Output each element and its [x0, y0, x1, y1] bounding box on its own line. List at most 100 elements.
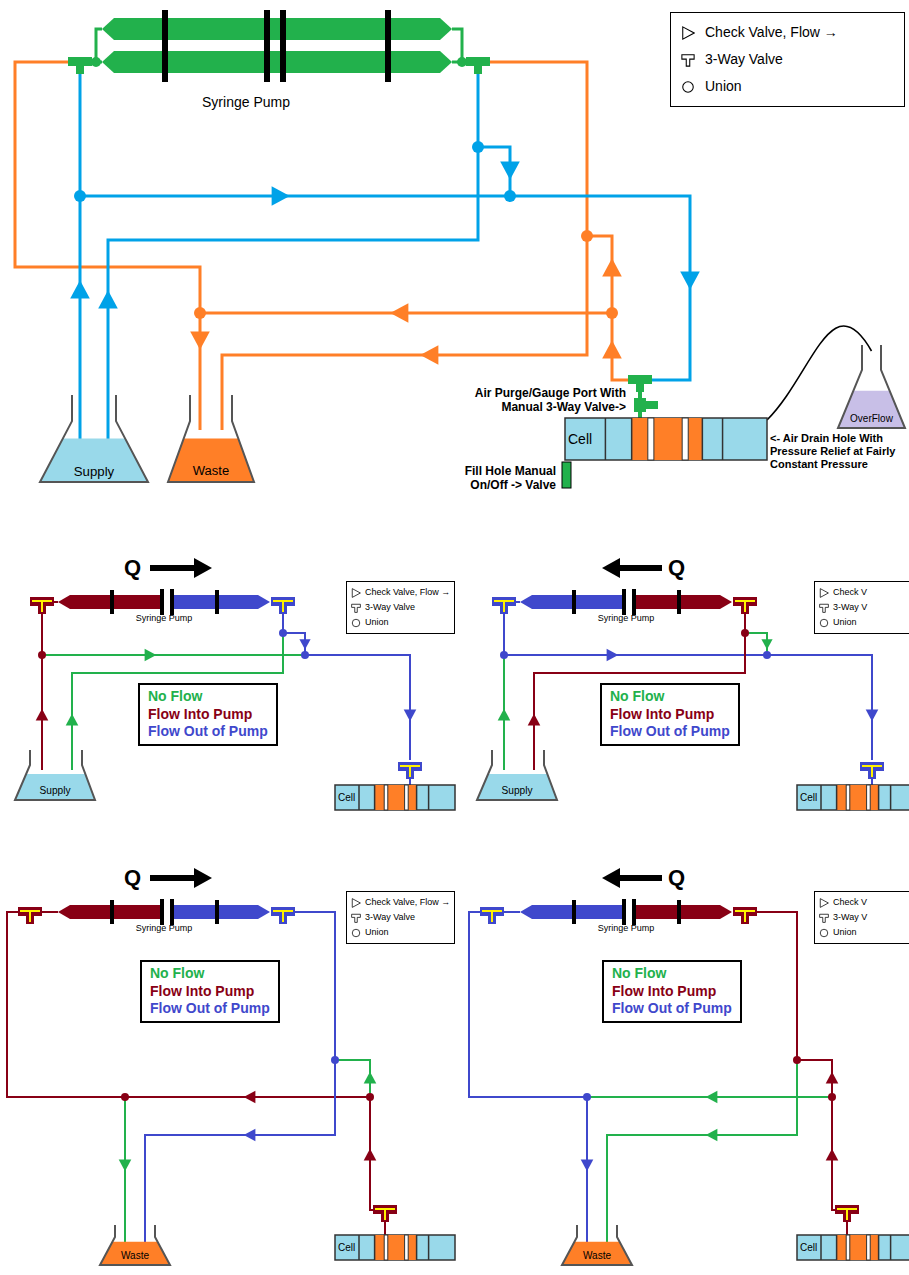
- plumbing-part: [472, 141, 484, 153]
- plumbing-part: [634, 398, 646, 412]
- cell-divider: [820, 785, 822, 810]
- plumbing-part: [528, 714, 541, 726]
- plumbing-part: [793, 1056, 801, 1064]
- check-valve-symbol: [820, 588, 828, 597]
- node-text: Waste: [562, 1250, 632, 1262]
- cell-divider: [836, 1235, 838, 1260]
- plumbing-part: [79, 70, 82, 440]
- legend-text: Union: [365, 617, 389, 627]
- plumbing-part: [279, 629, 287, 637]
- plumbing-part: [366, 1093, 374, 1101]
- legend-row: Union: [819, 615, 909, 630]
- plumbing-part: [622, 899, 626, 925]
- node-text: Supply: [477, 785, 557, 797]
- legend-symbol: [819, 603, 829, 613]
- plumbing-part: [301, 651, 309, 659]
- node-text: Syringe Pump: [598, 923, 655, 933]
- plumbing-part: [170, 899, 174, 925]
- plumbing-part: [478, 147, 690, 380]
- plumbing-part: [215, 590, 219, 614]
- flask-outline: [15, 750, 95, 800]
- legend-symbol: [351, 898, 361, 908]
- legend-text: Union: [365, 927, 389, 937]
- legend-box: Check Valve, Flow →3-Way ValveUnion: [346, 891, 455, 944]
- legend-text: Check V: [833, 897, 867, 907]
- flow-key-text: No Flow: [148, 688, 268, 706]
- legend-box: Check Valve, Flow →3-Way ValveUnion: [670, 12, 905, 107]
- legend-row: Check Valve, Flow →: [681, 19, 894, 46]
- plumbing-part: [244, 1129, 256, 1142]
- plumbing-part: [42, 610, 410, 785]
- cell-divider: [358, 785, 360, 810]
- plumbing-part: [587, 236, 628, 380]
- plumbing-part: [102, 18, 452, 40]
- plumbing-part: [733, 597, 757, 614]
- node-text: Cell: [338, 1242, 355, 1254]
- plumbing-part: [498, 709, 511, 721]
- plumbing-part: [504, 911, 520, 913]
- plumbing-part: [390, 303, 408, 323]
- flow-key-text: No Flow: [150, 965, 270, 983]
- cell-divider: [374, 1235, 376, 1260]
- plumbing-part: [534, 610, 745, 770]
- plumbing-part: [66, 714, 79, 726]
- node-text: Syringe Pump: [136, 613, 193, 623]
- node-text: Waste: [168, 464, 254, 479]
- flask-outline: [40, 395, 148, 482]
- flask: Waste: [562, 1225, 632, 1265]
- plumbing-part: [264, 10, 270, 82]
- plumbing-part: [602, 340, 622, 358]
- flow-key-box: No FlowFlow Into PumpFlow Out of Pump: [602, 960, 742, 1023]
- node-text: Syringe Pump: [598, 613, 655, 623]
- cell-divider: [836, 785, 838, 810]
- legend-box: Check Valve, Flow → 3-Way ValveUnion: [346, 581, 455, 634]
- plumbing-part: [835, 1205, 859, 1222]
- plumbing-part: [222, 62, 587, 430]
- plumbing-part: [38, 651, 46, 659]
- cell-divider: [820, 1235, 822, 1260]
- plumbing-part: [409, 779, 411, 785]
- legend-row: Check Valve, Flow →: [351, 895, 450, 910]
- plumbing-part: [866, 710, 879, 722]
- cell-outline: [565, 418, 767, 460]
- legend-row: 3-Way Valve: [351, 910, 450, 925]
- flask: Waste: [100, 1225, 170, 1265]
- legend-text: 3-Way Valve: [705, 51, 783, 67]
- legend-row: 3-Way Valve: [351, 600, 450, 615]
- flask-outline: [168, 395, 254, 482]
- panel-fill-left: [492, 558, 884, 785]
- plumbing-part: [18, 907, 42, 924]
- plumbing-part: [826, 1072, 839, 1084]
- plumbing-part: [80, 195, 510, 198]
- plumbing-part: [162, 10, 168, 82]
- flow-key-text: Flow Into Pump: [148, 706, 268, 724]
- flow-symbol: Q: [124, 865, 141, 891]
- plumbing-part: [500, 651, 508, 659]
- plumbing-part: [562, 462, 571, 488]
- legend-symbol: [681, 53, 695, 67]
- cell-plate: [682, 418, 688, 460]
- plumbing-part: [622, 589, 626, 615]
- plumbing-part: [741, 629, 749, 637]
- plumbing-part: [828, 1093, 836, 1101]
- cell-plate: [405, 785, 409, 810]
- node-text: Waste: [100, 1250, 170, 1262]
- cell-sample: [632, 418, 703, 460]
- plumbing-part: [602, 558, 620, 578]
- legend-symbol: [351, 913, 361, 923]
- pump-link: [92, 29, 478, 62]
- cell-body: [797, 785, 909, 810]
- plumbing-part: [72, 633, 283, 770]
- flask-outline: [838, 345, 905, 428]
- legend-row: Check Valve, Flow →: [351, 585, 450, 600]
- plumbing-part: [373, 1205, 397, 1222]
- flask-outline: [562, 1225, 632, 1265]
- valve-symbol: [682, 54, 694, 65]
- plumbing-part: [385, 10, 391, 82]
- legend-row: 3-Way V: [819, 600, 909, 615]
- plumbing-part: [160, 589, 164, 615]
- legend-text: Check Valve, Flow →: [365, 587, 450, 597]
- plumbing-part: [581, 1160, 594, 1172]
- legend-box: Check V3-Way VUnion: [814, 891, 909, 944]
- legend-text: Union: [833, 927, 857, 937]
